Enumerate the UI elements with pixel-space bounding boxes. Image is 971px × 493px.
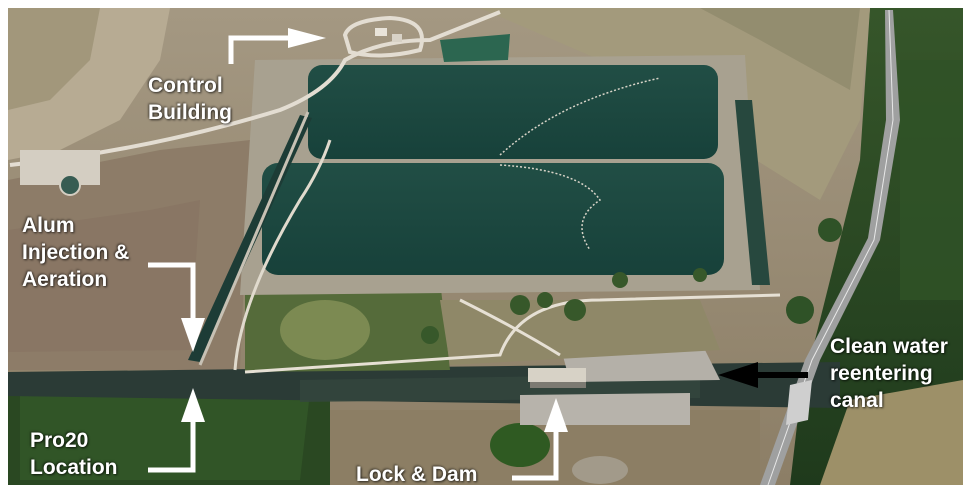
highway	[760, 10, 900, 485]
small-pond	[440, 34, 510, 62]
label-line: Control	[148, 74, 223, 97]
arrow-down-icon	[148, 262, 205, 352]
label-line: Alum	[22, 214, 75, 237]
label-line: Clean water	[830, 335, 948, 358]
label-line: Building	[148, 101, 232, 124]
label-line: reentering	[830, 362, 933, 385]
access-road	[9, 10, 501, 167]
label-alum-injection: Alum Injection & Aeration	[22, 212, 129, 293]
label-line: Injection &	[22, 241, 130, 264]
label-lock-dam: Lock & Dam	[356, 461, 477, 488]
label-control-building: Control Building	[148, 72, 232, 126]
arrow-up-icon	[148, 388, 205, 473]
label-line: Aeration	[22, 268, 108, 291]
label-pro20-location: Pro20 Location	[30, 427, 118, 481]
lock-dam-structure	[528, 368, 586, 382]
label-line: Pro20	[30, 429, 89, 452]
label-clean-water: Clean water reentering canal	[830, 333, 948, 414]
arrow-right-icon	[228, 28, 326, 64]
label-line: Location	[30, 456, 118, 479]
label-line: Lock & Dam	[356, 463, 478, 486]
lower-pond	[262, 163, 724, 275]
arrow-left-icon	[718, 362, 808, 388]
label-line: canal	[830, 389, 884, 412]
upper-pond	[308, 65, 718, 159]
arrow-up-icon	[512, 398, 568, 481]
